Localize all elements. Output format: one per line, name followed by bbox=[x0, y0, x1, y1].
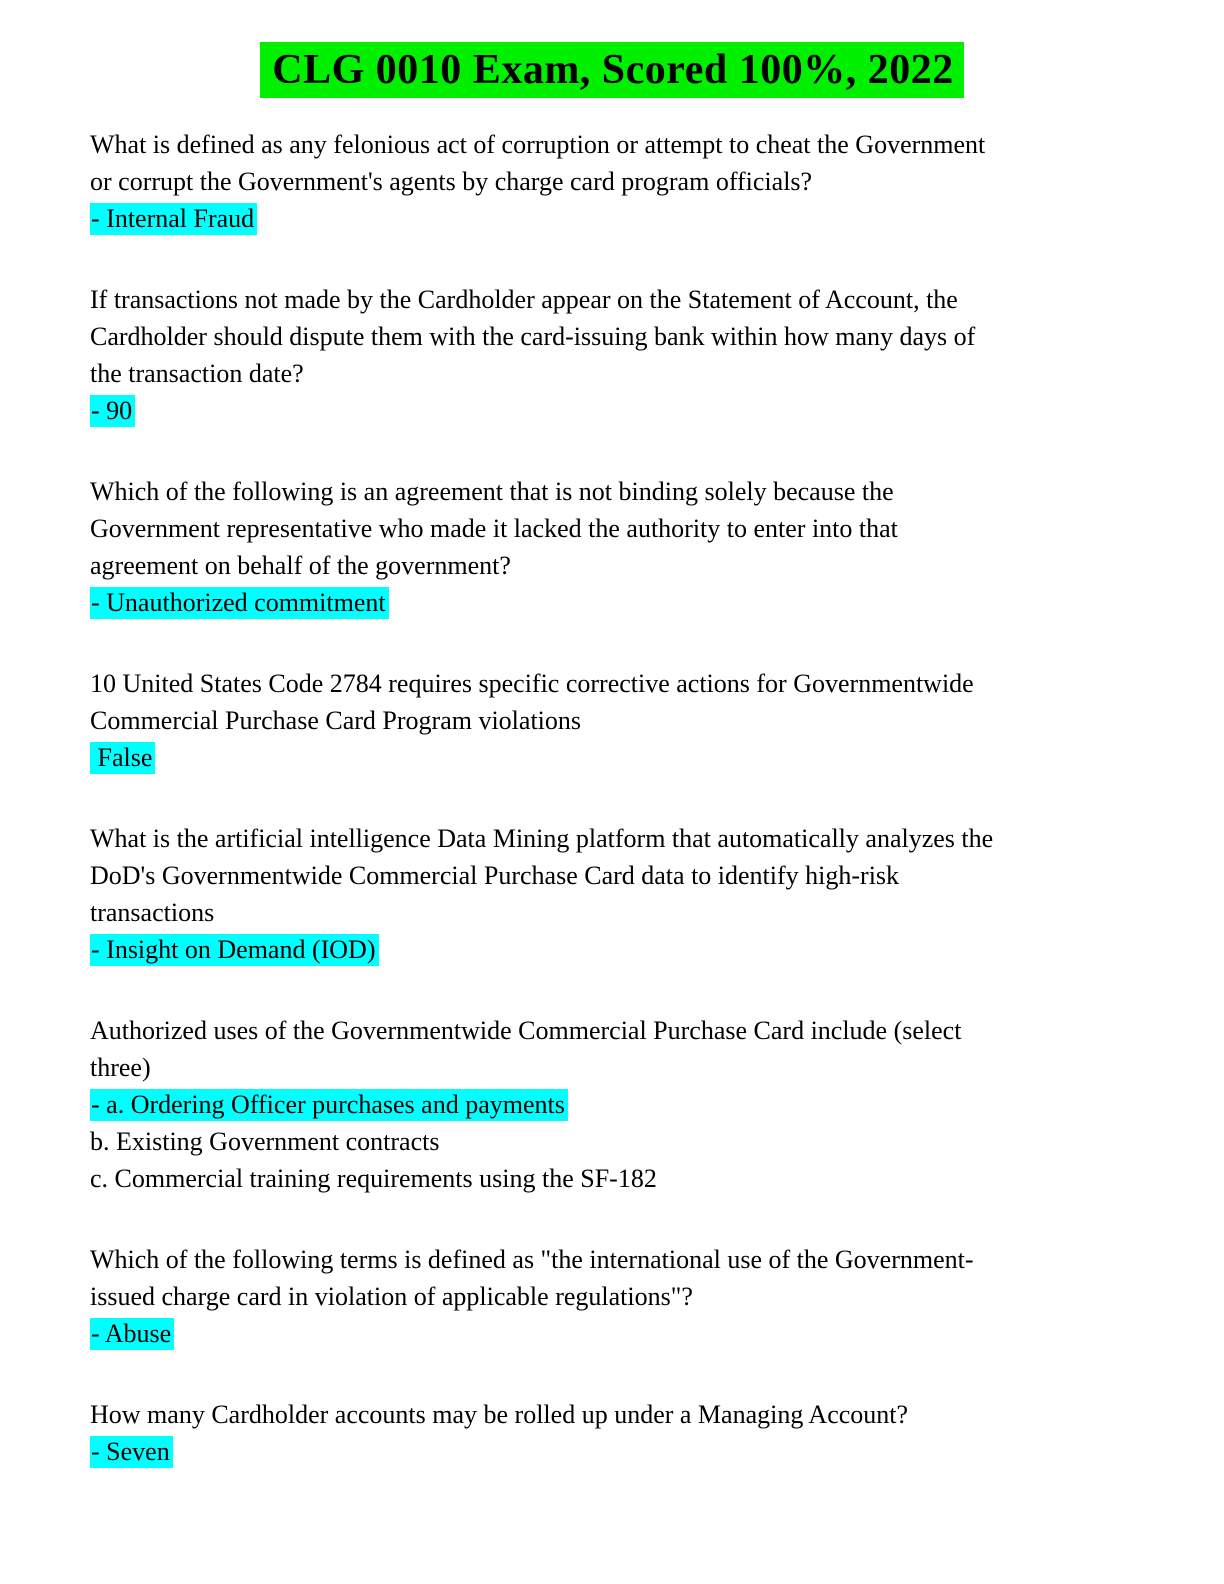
question-block: 10 United States Code 2784 requires spec… bbox=[90, 665, 1134, 776]
answer-line: - Unauthorized commitment bbox=[90, 584, 1134, 621]
text-line: transactions bbox=[90, 898, 215, 927]
answer-line: - Insight on Demand (IOD) bbox=[90, 931, 1134, 968]
text-line: How many Cardholder accounts may be roll… bbox=[90, 1400, 909, 1429]
text-line: If transactions not made by the Cardhold… bbox=[90, 285, 958, 314]
text-line: What is the artificial intelligence Data… bbox=[90, 824, 994, 853]
answer-highlight: - Abuse bbox=[90, 1318, 175, 1350]
text-line: agreement on behalf of the government? bbox=[90, 551, 511, 580]
question-text: If transactions not made by the Cardhold… bbox=[90, 281, 1134, 392]
question-block: How many Cardholder accounts may be roll… bbox=[90, 1396, 1134, 1470]
answer-line: - 90 bbox=[90, 392, 1134, 429]
answer-highlight: - Seven bbox=[90, 1436, 173, 1468]
question-text: Authorized uses of the Governmentwide Co… bbox=[90, 1012, 1134, 1086]
answer-highlight: - a. Ordering Officer purchases and paym… bbox=[90, 1089, 568, 1121]
answer-line: - Seven bbox=[90, 1433, 1134, 1470]
text-line: What is defined as any felonious act of … bbox=[90, 130, 986, 159]
text-line: three) bbox=[90, 1053, 151, 1082]
answer-highlight: - Internal Fraud bbox=[90, 203, 258, 235]
document-title-row: CLG 0010 Exam, Scored 100%, 2022 bbox=[0, 0, 1224, 98]
text-line: Government representative who made it la… bbox=[90, 514, 898, 543]
text-line: c. Commercial training requirements usin… bbox=[90, 1164, 657, 1193]
question-block: Which of the following terms is defined … bbox=[90, 1241, 1134, 1352]
answer-line: - a. Ordering Officer purchases and paym… bbox=[90, 1086, 1134, 1123]
question-text: 10 United States Code 2784 requires spec… bbox=[90, 665, 1134, 739]
text-line: 10 United States Code 2784 requires spec… bbox=[90, 669, 974, 698]
text-line: the transaction date? bbox=[90, 359, 304, 388]
text-line: Which of the following terms is defined … bbox=[90, 1245, 974, 1274]
text-line: Which of the following is an agreement t… bbox=[90, 477, 894, 506]
answer-line: - Abuse bbox=[90, 1315, 1134, 1352]
answer-line: False bbox=[90, 739, 1134, 776]
question-block: If transactions not made by the Cardhold… bbox=[90, 281, 1134, 429]
questions-list: What is defined as any felonious act of … bbox=[90, 126, 1134, 1470]
text-line: Cardholder should dispute them with the … bbox=[90, 322, 976, 351]
text-line: DoD's Governmentwide Commercial Purchase… bbox=[90, 861, 900, 890]
question-block: Authorized uses of the Governmentwide Co… bbox=[90, 1012, 1134, 1197]
text-line: Commercial Purchase Card Program violati… bbox=[90, 706, 582, 735]
answer-highlight: False bbox=[90, 742, 156, 774]
question-block: What is the artificial intelligence Data… bbox=[90, 820, 1134, 968]
text-line: b. Existing Government contracts bbox=[90, 1127, 440, 1156]
answer-highlight: - Unauthorized commitment bbox=[90, 587, 389, 619]
question-text: How many Cardholder accounts may be roll… bbox=[90, 1396, 1134, 1433]
answer-highlight: - 90 bbox=[90, 395, 136, 427]
document-title: CLG 0010 Exam, Scored 100%, 2022 bbox=[260, 42, 964, 98]
answer-highlight: - Insight on Demand (IOD) bbox=[90, 934, 379, 966]
question-text: Which of the following is an agreement t… bbox=[90, 473, 1134, 584]
text-line: issued charge card in violation of appli… bbox=[90, 1282, 693, 1311]
question-block: What is defined as any felonious act of … bbox=[90, 126, 1134, 237]
question-text: Which of the following terms is defined … bbox=[90, 1241, 1134, 1315]
question-text: What is the artificial intelligence Data… bbox=[90, 820, 1134, 931]
other-options: b. Existing Government contracts c. Comme… bbox=[90, 1123, 1134, 1197]
question-text: What is defined as any felonious act of … bbox=[90, 126, 1134, 200]
text-line: Authorized uses of the Governmentwide Co… bbox=[90, 1016, 962, 1045]
question-block: Which of the following is an agreement t… bbox=[90, 473, 1134, 621]
answer-line: - Internal Fraud bbox=[90, 200, 1134, 237]
text-line: or corrupt the Government's agents by ch… bbox=[90, 167, 813, 196]
